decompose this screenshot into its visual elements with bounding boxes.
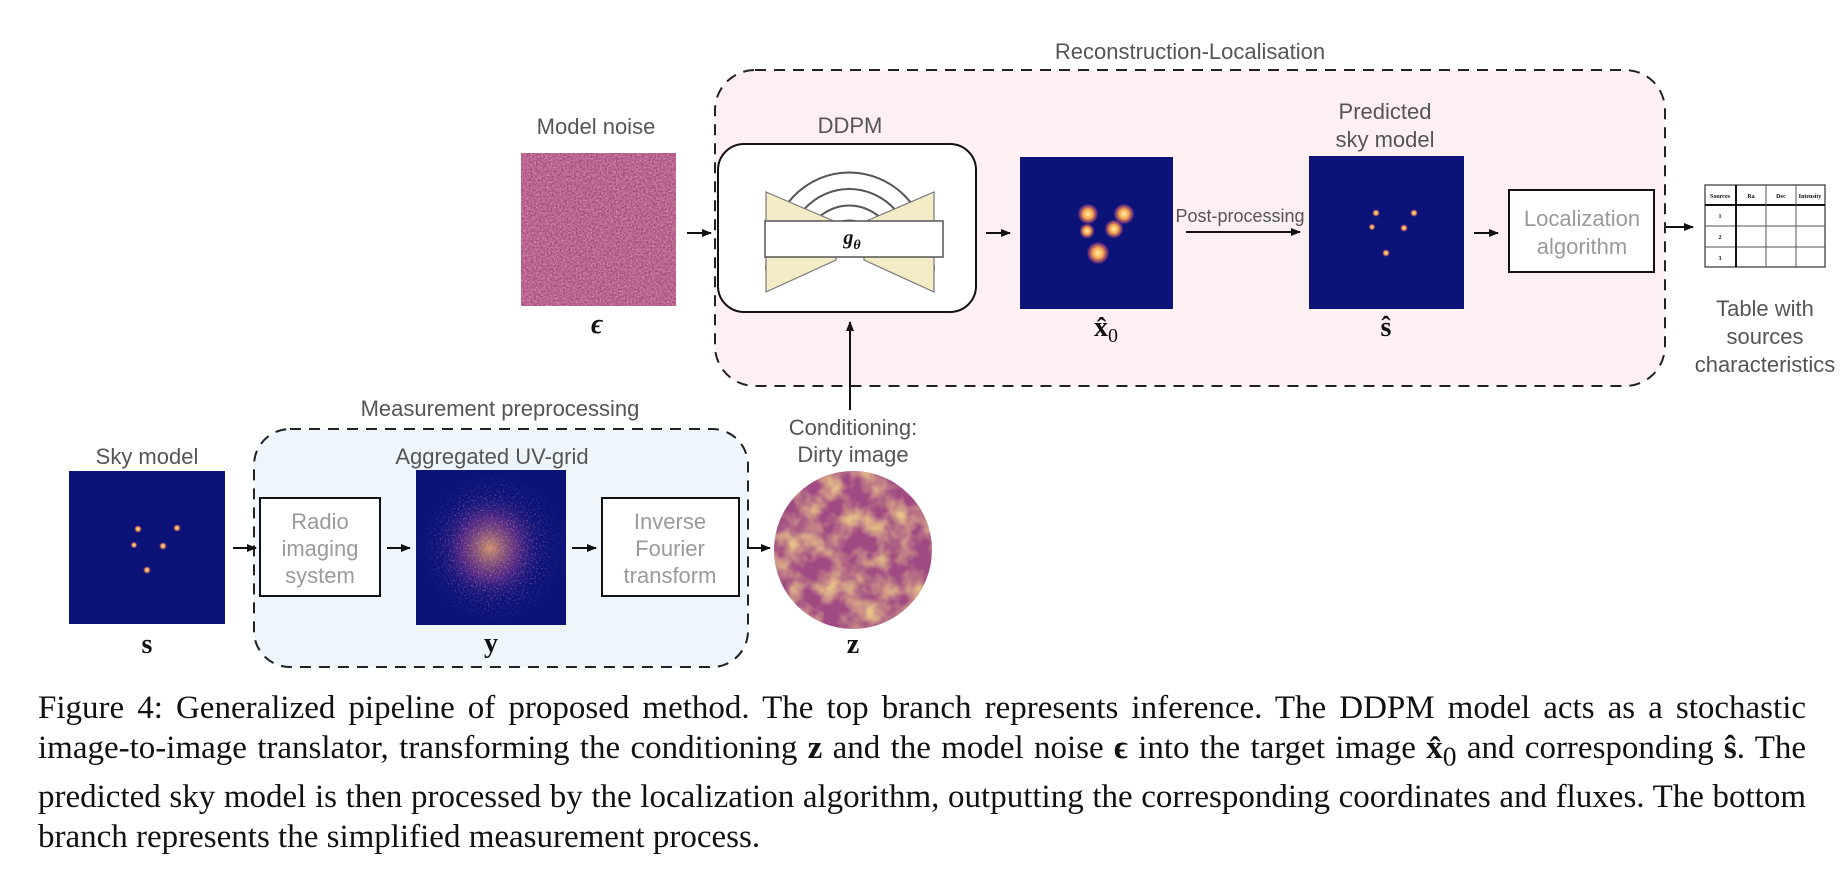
model-noise-image [521,153,676,306]
inverse-fourier-box [601,497,740,597]
uv-grid-image [416,470,566,625]
caption-part2: and the model noise [822,730,1114,766]
caption-x0: x̂ [1426,730,1443,766]
conditioning-line1: Conditioning: [789,415,917,440]
reconstruction-group-label: Reconstruction-Localisation [1055,39,1325,64]
table-row-2: 2 [1719,235,1722,241]
sky-model-image [69,471,225,624]
pipeline-diagram: Reconstruction-Localisation Measurement … [69,39,1836,668]
caption-part3: into the target image [1127,730,1427,766]
caption-eps: ϵ [1113,730,1128,766]
caption-part5: . The predicted sky model is then proces… [38,730,1807,855]
caption-figure-label: Figure 4: [38,690,163,726]
radio-line1: Radio [291,509,348,534]
model-noise-label: Model noise [537,114,656,139]
localization-line1: Localization [1524,206,1640,231]
sources-table [1704,184,1826,268]
caption-s-hat: ŝ [1723,730,1737,766]
network-symbol: gθ [842,227,861,253]
ift-line1: Inverse [634,509,706,534]
table-row-1: 1 [1719,214,1722,220]
ddpm-label: DDPM [818,113,883,138]
radio-line3: system [285,563,355,588]
table-header-ra: Ra [1747,194,1754,200]
sky-model-label: Sky model [96,444,199,469]
ift-line2: Fourier [635,536,705,561]
table-label-line3: characteristics [1695,352,1836,377]
caption-x0-sub: 0 [1442,740,1457,772]
unet-illustration [764,171,944,293]
model-noise-symbol: ϵ [591,309,604,340]
uv-grid-label: Aggregated UV-grid [395,444,588,469]
predicted-label-line1: Predicted [1339,99,1432,124]
s-symbol: s [142,629,153,660]
localization-line2: algorithm [1537,234,1627,259]
x0-image [1020,157,1173,309]
table-label-line1: Table with [1716,296,1814,321]
postprocessing-label: Post-processing [1175,206,1304,226]
figure-caption: Figure 4: Generalized pipeline of propos… [38,688,1806,857]
table-header-intensity: Intensity [1799,194,1822,200]
table-header-sources: Sources [1710,194,1731,200]
y-symbol: y [484,628,498,659]
measurement-group-label: Measurement preprocessing [361,396,640,421]
predicted-sky-image [1309,156,1464,309]
radio-line2: imaging [281,536,358,561]
ift-line3: transform [624,563,717,588]
localization-box [1508,189,1655,273]
conditioning-line2: Dirty image [797,442,908,467]
dirty-image [774,471,932,629]
caption-part1: Generalized pipeline of proposed method.… [38,690,1807,766]
table-label-line2: sources [1726,324,1803,349]
s-hat-symbol: ŝ [1381,312,1392,343]
table-row-3: 3 [1719,256,1722,262]
table-header-dec: Dec [1776,194,1786,200]
predicted-label-line2: sky model [1335,127,1434,152]
z-symbol: z [847,629,859,660]
caption-part4: and corresponding [1456,730,1724,766]
x0-symbol: x̂0 [1094,312,1118,347]
caption-z: z [807,730,823,766]
radio-imaging-box [259,497,381,597]
